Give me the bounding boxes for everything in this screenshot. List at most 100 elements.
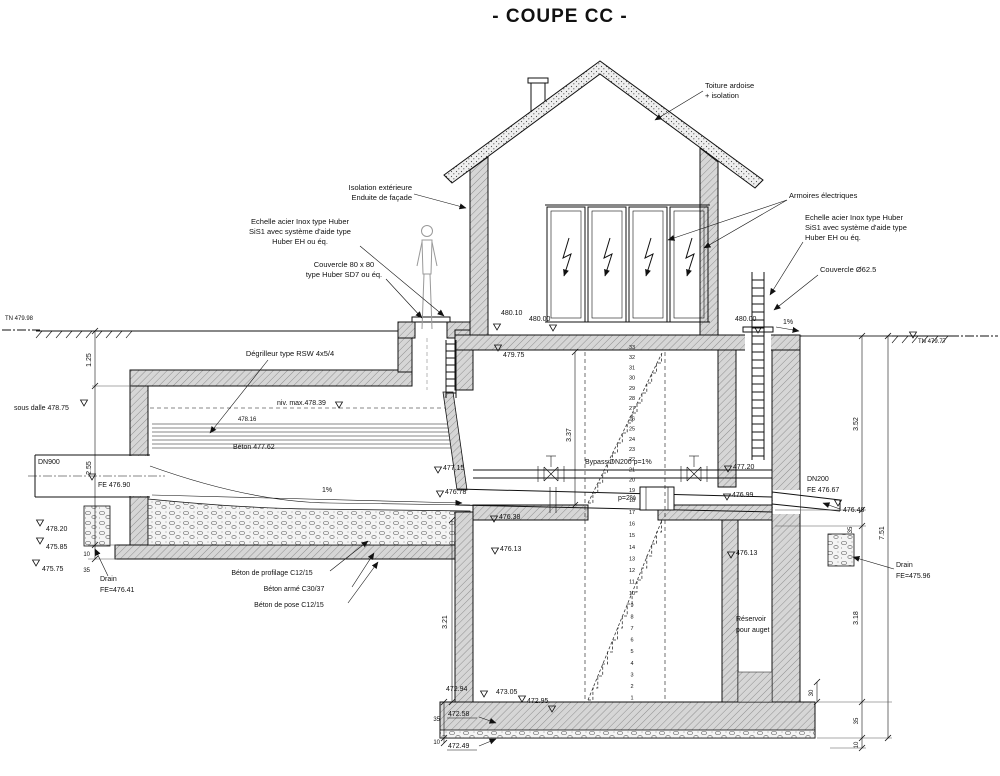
channel-bottom-slab <box>114 544 471 560</box>
basement-left-wall-lower <box>454 511 474 711</box>
level-477-15: 477.15 <box>443 465 465 472</box>
bypass-valve-2 <box>680 455 708 482</box>
person-head <box>421 225 433 237</box>
dim-35-left: 35 <box>83 568 90 574</box>
stair-step-number: 18 <box>629 498 635 504</box>
ladder-right-rungs <box>752 279 764 457</box>
mid-slab-right <box>657 504 773 521</box>
label-tn-right: TN 479.77 <box>918 339 947 345</box>
level-475-75: 475.75 <box>42 566 64 573</box>
stair-step-number: 2 <box>630 684 633 690</box>
annotations: Isolation extérieure Enduite de façade E… <box>5 81 947 634</box>
label-drain-left-2: FE=476.41 <box>100 587 135 594</box>
label-dn900: DN900 <box>38 459 60 466</box>
reservoir-bottom-fill <box>737 671 773 703</box>
channel-slope-line <box>151 494 463 506</box>
stair-step-number: 20 <box>629 478 635 484</box>
label-bypass: Bypass DN200 p=1% <box>585 459 652 466</box>
label-couvercle-left-1: Couvercle 80 x 80 <box>314 260 374 269</box>
label-beton-profilage: Béton de profilage C12/15 <box>231 570 312 577</box>
level-476-99: 476.99 <box>732 492 754 499</box>
level-triangle <box>32 559 40 567</box>
terrain-tick <box>85 330 93 339</box>
cabinet-frame <box>628 206 668 323</box>
stringer-upper <box>587 352 663 504</box>
drawing-title: - COUPE CC - <box>492 6 628 27</box>
leader-472-58 <box>478 716 497 724</box>
drain-right-box <box>827 533 855 567</box>
label-slope-right: 1% <box>783 319 793 326</box>
lightning-icon <box>685 237 695 277</box>
person-legs <box>421 273 433 330</box>
label-toiture-2: + isolation <box>705 91 739 100</box>
level-479-75: 479.75 <box>503 352 525 359</box>
dim-10-left: 10 <box>83 552 90 558</box>
ladder-left-rungs <box>446 343 456 394</box>
level-triangle <box>480 690 488 698</box>
dim-35-right-bottom: 35 <box>854 717 860 724</box>
level-triangle <box>491 547 499 555</box>
level-triangle <box>434 466 442 474</box>
terrain-tick <box>45 330 53 339</box>
stair-step-number: 5 <box>630 649 633 655</box>
stair-step-number: 1 <box>630 696 633 702</box>
label-isolation-1: Isolation extérieure <box>349 183 412 192</box>
building-right-wall <box>699 146 719 336</box>
stair-step-numbers: 3332313029282726252423222120191817161514… <box>629 345 635 702</box>
label-drain-right-1: Drain <box>896 562 913 569</box>
label-degrilleur: Dégrilleur type RSW 4x5/4 <box>246 349 334 358</box>
pipe-fitting <box>639 486 675 511</box>
person-arms <box>416 241 438 267</box>
cabinet-door <box>591 210 623 319</box>
level-476-13-right: 476.13 <box>736 550 758 557</box>
level-beton-477-62: Béton 477.62 <box>233 444 275 451</box>
dim-30: 30 <box>809 689 815 696</box>
label-armoires: Armoires électriques <box>789 191 858 200</box>
dimension-chains <box>94 331 889 748</box>
stair-step-number: 11 <box>629 580 635 586</box>
dimension-lines: 1.25 2.55 10 35 3.37 3.21 3.52 35 7.51 3… <box>83 327 892 752</box>
lightning-icon <box>603 237 613 277</box>
stair-step-number: 15 <box>629 533 635 539</box>
stair-step-number: 9 <box>630 603 633 609</box>
label-couvercle-left-2: type Huber SD7 ou éq. <box>306 270 382 279</box>
stair-step-number: 28 <box>629 396 635 402</box>
dim-2-55: 2.55 <box>86 461 93 475</box>
level-triangle <box>909 331 917 339</box>
cabinet-frame <box>546 206 586 323</box>
level-markers: 480.10 480.00 480.00 479.75 477.15 476.7… <box>14 310 917 751</box>
label-beton-pose: Béton de pose C12/15 <box>254 602 324 609</box>
ground-hatch-left <box>35 330 133 339</box>
water-layer-lines <box>152 423 455 449</box>
stair-step-number: 29 <box>629 386 635 392</box>
label-echelle-right-1: Echelle acier Inox type Huber <box>805 213 903 222</box>
level-triangle <box>436 490 444 498</box>
dim-3-18: 3.18 <box>853 611 860 625</box>
level-fe-476-90: FE 476.90 <box>98 482 130 489</box>
lightning-icon <box>644 237 654 277</box>
cabinet-door <box>673 210 705 319</box>
degrilleur-screen <box>442 391 468 491</box>
cabinet-door <box>632 210 664 319</box>
level-476-48: 476.48 <box>843 507 865 514</box>
building-left-wall <box>469 156 489 336</box>
mid-slab-left <box>472 504 589 521</box>
stair-step-number: 24 <box>629 437 635 443</box>
bypass-valve-1 <box>537 455 565 482</box>
level-472-95: 472.95 <box>527 698 549 705</box>
cabinet-frame <box>587 206 627 323</box>
terrain-tick <box>911 335 919 344</box>
label-drain-left-1: Drain <box>100 576 117 583</box>
level-476-38: 476.38 <box>499 514 521 521</box>
label-echelle-right-3: Huber EH ou éq. <box>805 233 861 242</box>
stair-step-number: 6 <box>630 638 633 644</box>
level-480-00-center: 480.00 <box>529 316 551 323</box>
label-echelle-left-3: Huber EH ou éq. <box>272 237 328 246</box>
stair-step-number: 25 <box>629 427 635 433</box>
leader-472-49 <box>478 738 497 747</box>
stair-step-number: 30 <box>629 376 635 382</box>
label-echelle-left-2: SiS1 avec système d'aide type <box>249 227 351 236</box>
label-dn200-1: DN200 <box>807 476 829 483</box>
